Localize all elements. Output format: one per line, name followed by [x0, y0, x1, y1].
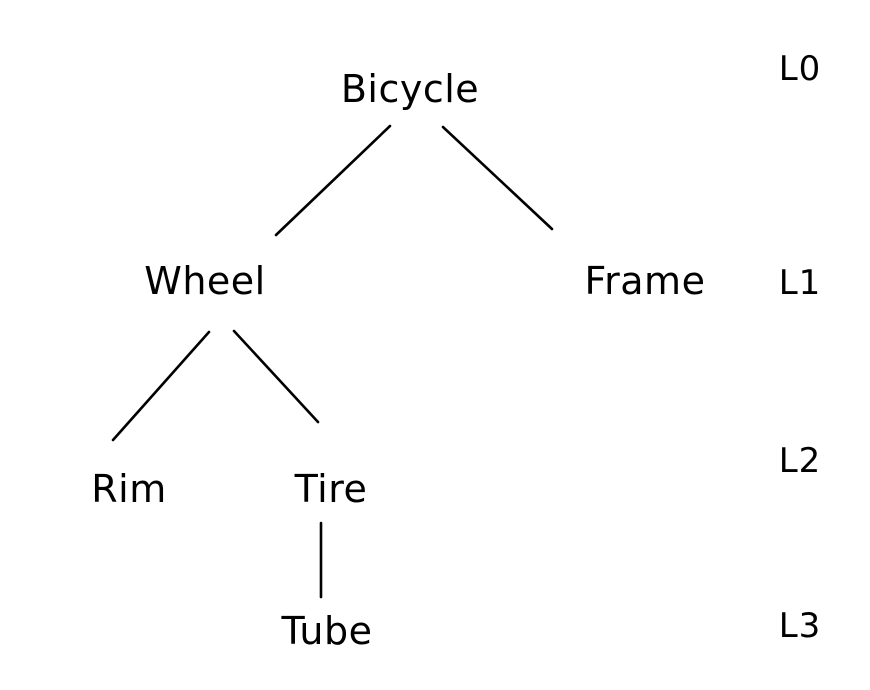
node-frame[interactable]: Frame — [584, 259, 706, 303]
node-wheel[interactable]: Wheel — [144, 259, 266, 303]
node-bicycle[interactable]: Bicycle — [340, 67, 480, 111]
edge-wheel-to-tire — [232, 329, 320, 424]
level-label-l0: L0 — [778, 49, 822, 89]
node-tire[interactable]: Tire — [294, 467, 368, 511]
level-label-l1: L1 — [778, 263, 822, 303]
level-label-l3: L3 — [778, 606, 822, 646]
edge-bicycle-to-wheel — [274, 124, 392, 237]
edge-wheel-to-rim — [111, 330, 211, 442]
level-label-l2: L2 — [778, 441, 822, 481]
edge-bicycle-to-frame — [441, 125, 554, 231]
node-tube[interactable]: Tube — [281, 609, 373, 653]
edge-group — [111, 124, 554, 599]
node-rim[interactable]: Rim — [91, 467, 167, 511]
